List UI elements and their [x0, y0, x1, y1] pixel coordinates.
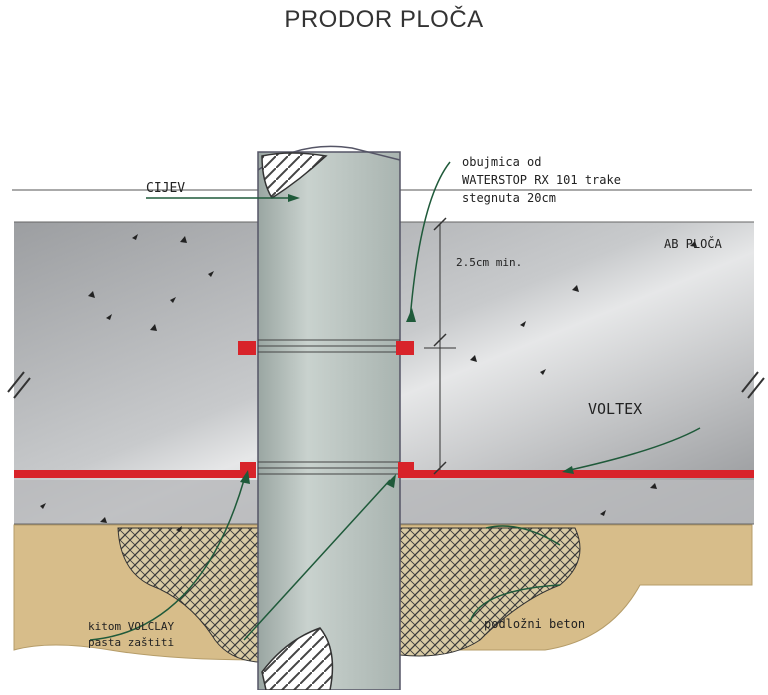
label-pipe: CIJEV [146, 181, 185, 196]
voltex-membrane [14, 462, 252, 478]
label-waterstop-3: stegnuta 20cm [462, 191, 556, 205]
dimension-line [424, 217, 456, 475]
label-lean-concrete: podložni beton [484, 617, 585, 631]
label-volclay-2: pasta zaštiti [88, 636, 174, 649]
diagram-title: PRODOR PLOČA [284, 6, 484, 33]
break-symbol-left [7, 371, 31, 399]
waterstop-left [238, 341, 256, 355]
break-symbol-right [741, 371, 765, 399]
label-slab: AB PLOČA [664, 236, 723, 251]
leader-lines [89, 161, 701, 641]
label-waterstop-1: obujmica od [462, 155, 541, 169]
volclay-seal-right [399, 527, 581, 657]
aggregate-marks [40, 234, 697, 532]
pipe-wall-top [261, 152, 328, 200]
waterstop-band [258, 339, 400, 353]
label-volclay-1: kitom VOLCLAY [88, 620, 174, 633]
pipe-wall-bottom [261, 627, 334, 691]
waterstop-right [396, 341, 414, 355]
label-min-distance: 2.5cm min. [456, 256, 522, 269]
volclay-seal-left [117, 527, 259, 663]
label-voltex: VOLTEX [588, 400, 642, 418]
label-waterstop-2: WATERSTOP RX 101 trake [462, 173, 621, 187]
pipe [257, 151, 401, 691]
